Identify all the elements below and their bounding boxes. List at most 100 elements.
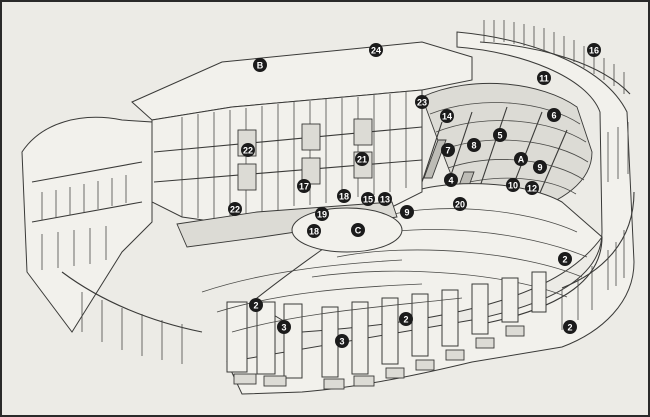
marker-disc <box>453 197 467 211</box>
marker-A: A <box>514 152 528 166</box>
marker-disc <box>506 178 520 192</box>
marker-9: 9 <box>400 205 414 219</box>
marker-15: 15 <box>361 192 375 206</box>
marker-label: 4 <box>448 176 453 186</box>
marker-12: 12 <box>525 181 539 195</box>
marker-disc <box>444 173 458 187</box>
marker-14: 14 <box>440 109 454 123</box>
marker-disc <box>378 192 392 206</box>
marker-label: 9 <box>537 163 542 173</box>
marker-label: 16 <box>589 46 599 56</box>
marker-3: 3 <box>277 320 291 334</box>
marker-label: 15 <box>363 195 373 205</box>
marker-23: 23 <box>415 95 429 109</box>
substructure-radial-walls <box>226 271 547 379</box>
marker-disc <box>525 181 539 195</box>
marker-label: 2 <box>253 301 258 311</box>
marker-disc <box>547 108 561 122</box>
marker-disc <box>369 43 383 57</box>
marker-label: C <box>355 226 362 236</box>
marker-disc <box>337 189 351 203</box>
marker-disc <box>297 179 311 193</box>
substructure-blocks <box>233 325 525 390</box>
marker-label: 3 <box>339 337 344 347</box>
marker-18: 18 <box>307 224 321 238</box>
marker-17: 17 <box>297 179 311 193</box>
marker-disc <box>241 143 255 157</box>
marker-4: 4 <box>444 173 458 187</box>
marker-disc <box>415 95 429 109</box>
marker-7: 7 <box>441 143 455 157</box>
marker-disc <box>563 320 577 334</box>
marker-16: 16 <box>587 43 601 57</box>
marker-C: C <box>351 223 365 237</box>
marker-9: 9 <box>533 160 547 174</box>
marker-label: 8 <box>471 141 476 151</box>
marker-2: 2 <box>563 320 577 334</box>
marker-B: B <box>253 58 267 72</box>
marker-13: 13 <box>378 192 392 206</box>
marker-disc <box>351 223 365 237</box>
marker-disc <box>355 152 369 166</box>
marker-disc <box>440 109 454 123</box>
marker-disc <box>253 58 267 72</box>
upper-colonnade-posts <box>479 20 631 95</box>
marker-disc <box>277 320 291 334</box>
marker-disc <box>315 207 329 221</box>
marker-label: 19 <box>317 210 327 220</box>
marker-disc <box>335 334 349 348</box>
marker-3: 3 <box>335 334 349 348</box>
marker-label: 20 <box>455 200 465 210</box>
marker-disc <box>514 152 528 166</box>
marker-8: 8 <box>467 138 481 152</box>
marker-label: A <box>518 155 525 165</box>
marker-disc <box>537 71 551 85</box>
marker-label: 9 <box>404 208 409 218</box>
marker-24: 24 <box>369 43 383 57</box>
marker-label: 2 <box>567 323 572 333</box>
marker-disc <box>249 298 263 312</box>
substructure-vaults <box>201 259 463 333</box>
left-wing-arches <box>31 161 143 270</box>
marker-10: 10 <box>506 178 520 192</box>
marker-2: 2 <box>399 312 413 326</box>
marker-label: 12 <box>527 184 537 194</box>
marker-label: 22 <box>230 205 240 215</box>
facade-niches <box>237 118 373 191</box>
marker-label: 22 <box>243 146 253 156</box>
marker-6: 6 <box>547 108 561 122</box>
marker-22: 22 <box>228 202 242 216</box>
marker-2: 2 <box>558 252 572 266</box>
marker-5: 5 <box>493 128 507 142</box>
marker-label: 14 <box>442 112 452 122</box>
marker-21: 21 <box>355 152 369 166</box>
marker-label: 18 <box>339 192 349 202</box>
marker-label: 3 <box>281 323 286 333</box>
left-wing-building <box>21 116 153 333</box>
marker-disc <box>533 160 547 174</box>
marker-disc <box>228 202 242 216</box>
marker-label: B <box>257 61 264 71</box>
marker-disc <box>441 143 455 157</box>
marker-disc <box>307 224 321 238</box>
marker-disc <box>587 43 601 57</box>
marker-19: 19 <box>315 207 329 221</box>
facade-columns <box>153 92 423 218</box>
marker-label: 17 <box>299 182 309 192</box>
marker-disc <box>361 192 375 206</box>
marker-disc <box>558 252 572 266</box>
marker-label: 18 <box>309 227 319 237</box>
marker-label: 11 <box>539 74 549 84</box>
marker-22: 22 <box>241 143 255 157</box>
marker-label: 6 <box>551 111 556 121</box>
marker-11: 11 <box>537 71 551 85</box>
marker-label: 5 <box>497 131 502 141</box>
marker-label: 21 <box>357 155 367 165</box>
marker-label: 2 <box>562 255 567 265</box>
marker-18: 18 <box>337 189 351 203</box>
marker-label: 13 <box>380 195 390 205</box>
marker-label: 2 <box>403 315 408 325</box>
